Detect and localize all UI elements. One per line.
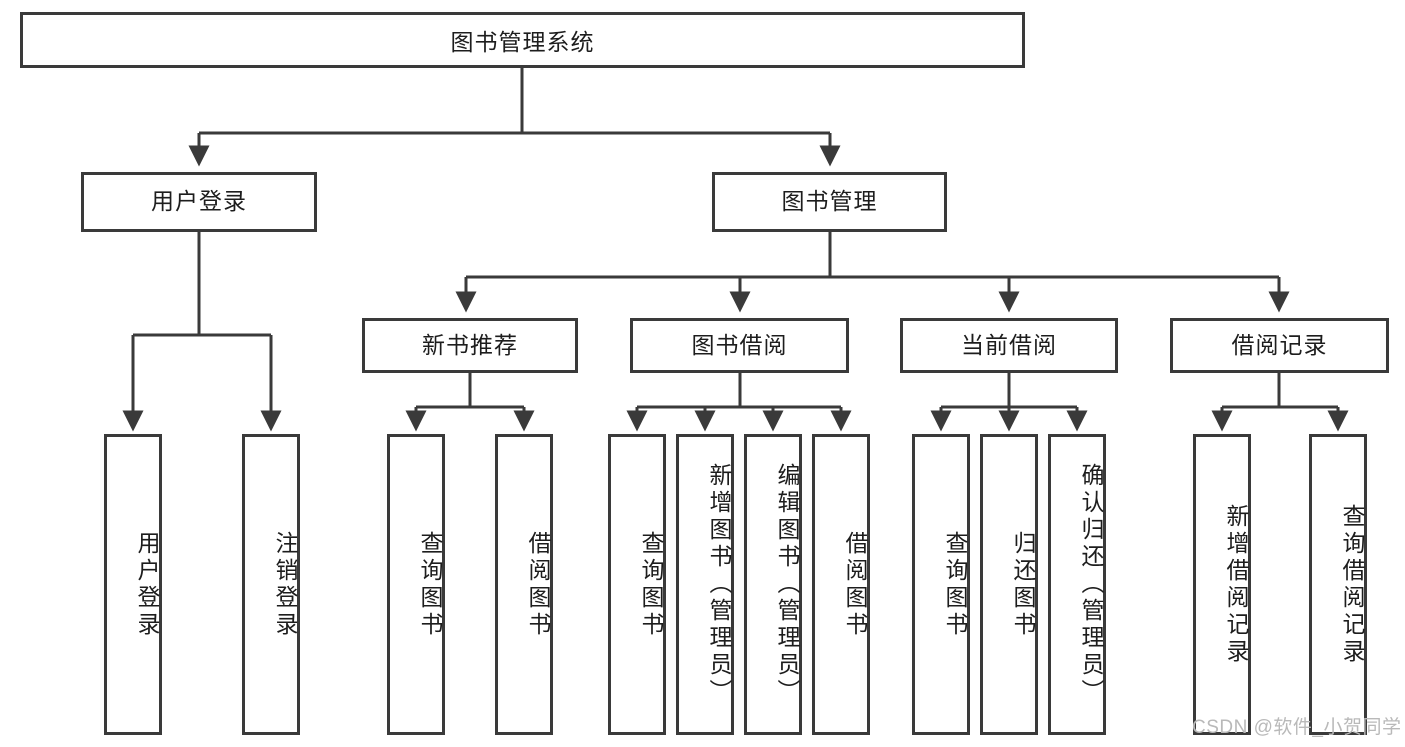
node-label: 图书管理系统 <box>450 29 595 55</box>
node-current-borrow[interactable]: 当前借阅 <box>900 318 1118 373</box>
node-label: 图书管理 <box>781 188 878 215</box>
node-book-borrow[interactable]: 图书借阅 <box>630 318 849 373</box>
leaf-borrow-records-query-record[interactable]: 查询借阅记录 <box>1309 434 1367 735</box>
leaf-borrow-records-add-record[interactable]: 新增借阅记录 <box>1193 434 1251 735</box>
leaf-current-borrow-return-book[interactable]: 归还图书 <box>980 434 1038 735</box>
node-book-management[interactable]: 图书管理 <box>712 172 947 232</box>
node-root-book-management-system[interactable]: 图书管理系统 <box>20 12 1025 68</box>
node-borrow-records[interactable]: 借阅记录 <box>1170 318 1389 373</box>
node-label: 查询图书 <box>638 530 664 639</box>
leaf-book-borrow-query-book[interactable]: 查询图书 <box>608 434 666 735</box>
node-new-book-recommend[interactable]: 新书推荐 <box>362 318 578 373</box>
leaf-book-borrow-borrow-book[interactable]: 借阅图书 <box>812 434 870 735</box>
node-user-login[interactable]: 用户登录 <box>81 172 317 232</box>
node-label: 注销登录 <box>272 530 298 639</box>
node-label: 用户登录 <box>151 188 247 215</box>
node-label: 新增借阅记录 <box>1223 503 1249 666</box>
node-label: 用户登录 <box>134 530 160 639</box>
leaf-new-book-borrow-book[interactable]: 借阅图书 <box>495 434 553 735</box>
node-label: 编辑图书（管理员） <box>774 463 800 706</box>
leaf-user-login-logout[interactable]: 注销登录 <box>242 434 300 735</box>
node-label: 借阅记录 <box>1231 331 1328 358</box>
node-label: 新书推荐 <box>422 331 518 358</box>
leaf-book-borrow-add-book[interactable]: 新增图书（管理员） <box>676 434 734 735</box>
node-label: 借阅图书 <box>525 530 551 639</box>
node-label: 借阅图书 <box>842 530 868 639</box>
leaf-current-borrow-query-book[interactable]: 查询图书 <box>912 434 970 735</box>
node-label: 确认归还（管理员） <box>1078 463 1104 706</box>
leaf-book-borrow-edit-book[interactable]: 编辑图书（管理员） <box>744 434 802 735</box>
leaf-current-borrow-confirm-return[interactable]: 确认归还（管理员） <box>1048 434 1106 735</box>
node-label: 当前借阅 <box>961 331 1057 358</box>
node-label: 查询图书 <box>942 530 968 639</box>
node-label: 图书借阅 <box>691 331 788 358</box>
node-label: 查询借阅记录 <box>1339 503 1365 666</box>
csdn-watermark: CSDN @软件_小贺同学 <box>1192 717 1402 738</box>
node-label: 新增图书（管理员） <box>706 463 732 706</box>
leaf-new-book-query-book[interactable]: 查询图书 <box>387 434 445 735</box>
node-label: 查询图书 <box>417 530 443 639</box>
leaf-user-login-login[interactable]: 用户登录 <box>104 434 162 735</box>
node-label: 归还图书 <box>1010 530 1036 639</box>
